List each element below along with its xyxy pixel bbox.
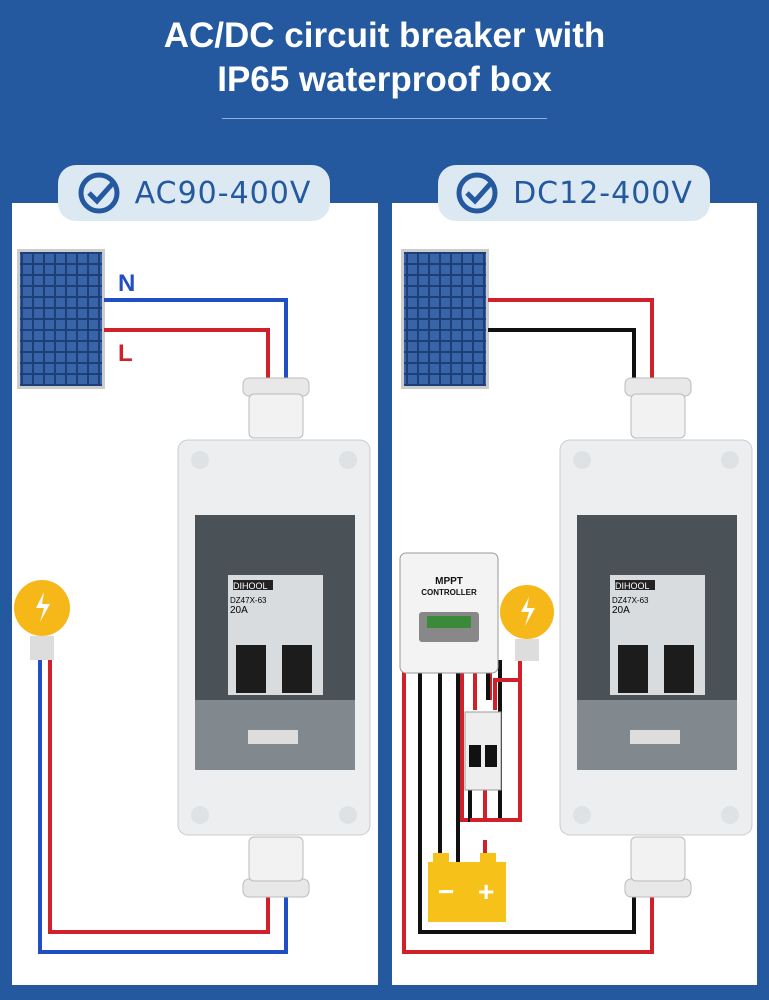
ac-badge: AC90-400V	[58, 165, 330, 221]
battery-plus: +	[478, 876, 495, 907]
pv-negative-wire	[418, 672, 636, 934]
solar-panel-icon	[401, 249, 489, 389]
positive-wire	[488, 298, 654, 380]
check-circle-icon	[456, 172, 498, 214]
dc-voltage-label: DC12-400V	[513, 175, 693, 211]
controller-label-2: CONTROLLER	[421, 588, 477, 597]
cable-gland-icon	[242, 377, 310, 439]
pv-positive-wire	[402, 672, 654, 954]
neutral-wire	[104, 298, 288, 380]
controller-label-1: MPPT	[435, 576, 463, 587]
negative-wire	[488, 328, 636, 380]
dc-badge: DC12-400V	[438, 165, 710, 221]
breaker-brand: DIHOOL	[615, 581, 650, 591]
solar-panel-icon	[17, 249, 105, 389]
breaker-brand: DIHOOL	[233, 581, 268, 591]
ac-voltage-label: AC90-400V	[134, 175, 312, 211]
battery-icon	[428, 853, 506, 922]
title-line-2: IP65 waterproof box	[217, 60, 552, 99]
small-breaker	[464, 711, 502, 791]
breaker-model: DZ47X-63	[612, 596, 649, 605]
waterproof-box	[559, 439, 753, 836]
battery-minus: −	[438, 876, 455, 907]
mppt-controller	[399, 552, 499, 674]
live-wire-load	[48, 660, 270, 934]
check-circle-icon	[78, 172, 120, 214]
title-line-1: AC/DC circuit breaker with	[163, 16, 606, 55]
cable-gland-icon	[624, 377, 692, 439]
cable-gland-icon	[624, 836, 692, 898]
breaker-rating: 20A	[612, 605, 630, 616]
breaker-model: DZ47X-63	[230, 596, 267, 605]
waterproof-box	[177, 439, 371, 836]
light-bulb-icon	[500, 585, 554, 661]
breaker-rating: 20A	[230, 605, 248, 616]
neutral-wire-load	[38, 660, 288, 954]
neutral-label: N	[118, 270, 136, 297]
live-label: L	[118, 340, 133, 367]
cable-gland-icon	[242, 836, 310, 898]
divider	[222, 118, 547, 119]
live-wire	[104, 328, 270, 380]
light-bulb-icon	[14, 580, 70, 660]
